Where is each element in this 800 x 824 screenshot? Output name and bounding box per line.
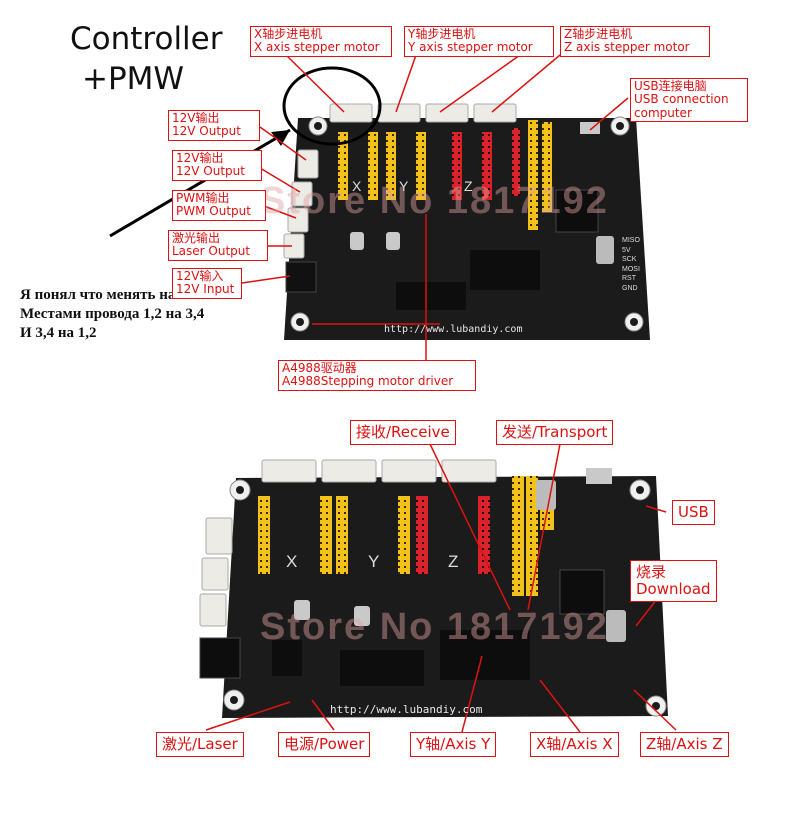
top-pin-labels: MISO 5V SCK MOSI RST GND <box>622 236 640 293</box>
watermark-bottom: Store No 1817192 <box>260 606 609 648</box>
pin-rst: RST <box>622 275 636 282</box>
label-12v-output-1: 12V输出 12V Output <box>168 110 260 141</box>
note-line-1: Я понял что менять на оси X <box>20 287 217 303</box>
label-download: 烧录 Download <box>630 560 717 602</box>
label-usb: USB <box>672 500 715 525</box>
label-usb-connection: USB连接电脑 USB connection computer <box>630 78 748 123</box>
label-z-motor: Z轴步进电机 Z axis stepper motor <box>560 26 710 57</box>
label-receive: 接收/Receive <box>350 420 456 445</box>
label-axis-z: Z轴/Axis Z <box>640 732 729 757</box>
label-power: 电源/Power <box>278 732 371 757</box>
bottom-board-url: http://www.lubandiy.com <box>330 703 483 716</box>
watermark-top: Store No 1817192 <box>260 180 609 222</box>
pin-5v: 5V <box>622 246 631 254</box>
label-laser: 激光/Laser <box>156 732 244 757</box>
note-line-3: И 3,4 на 1,2 <box>20 325 97 341</box>
label-y-motor: Y轴步进电机 Y axis stepper motor <box>404 26 554 57</box>
bottom-axis-x: X <box>286 552 298 571</box>
top-board-url: http://www.lubandiy.com <box>384 324 523 335</box>
annotation-note: Я понял что менять на оси X Местами пров… <box>20 286 217 343</box>
bottom-board <box>199 443 677 733</box>
annotation-title-line1: Controller <box>70 21 223 57</box>
top-axis-z: Z <box>464 178 473 194</box>
label-x-motor: X轴步进电机 X axis stepper motor <box>250 26 392 57</box>
bottom-axis-y: Y <box>368 552 380 571</box>
bottom-axis-z: Z <box>448 552 459 571</box>
annotation-title-line2: +PMW <box>82 61 185 97</box>
label-12v-output-2: 12V输出 12V Output <box>172 150 262 181</box>
label-transport: 发送/Transport <box>496 420 614 445</box>
label-12v-input: 12V输入 12V Input <box>172 268 242 299</box>
top-axis-y: Y <box>399 178 409 194</box>
label-laser-output: 激光输出 Laser Output <box>168 230 268 261</box>
pin-gnd: GND <box>622 284 638 292</box>
pin-mosi: MOSI <box>622 265 640 273</box>
top-axis-x: X <box>352 178 362 194</box>
label-pwm-output: PWM输出 PWM Output <box>172 190 266 221</box>
label-axis-y: Y轴/Axis Y <box>410 732 497 757</box>
pin-sck: SCK <box>622 256 637 263</box>
top-board <box>109 54 650 360</box>
label-a4988-driver: A4988驱动器 A4988Stepping motor driver <box>278 360 476 391</box>
note-line-2: Местами провода 1,2 на 3,4 <box>20 306 205 322</box>
label-axis-x: X轴/Axis X <box>530 732 619 757</box>
pin-miso: MISO <box>622 237 640 244</box>
